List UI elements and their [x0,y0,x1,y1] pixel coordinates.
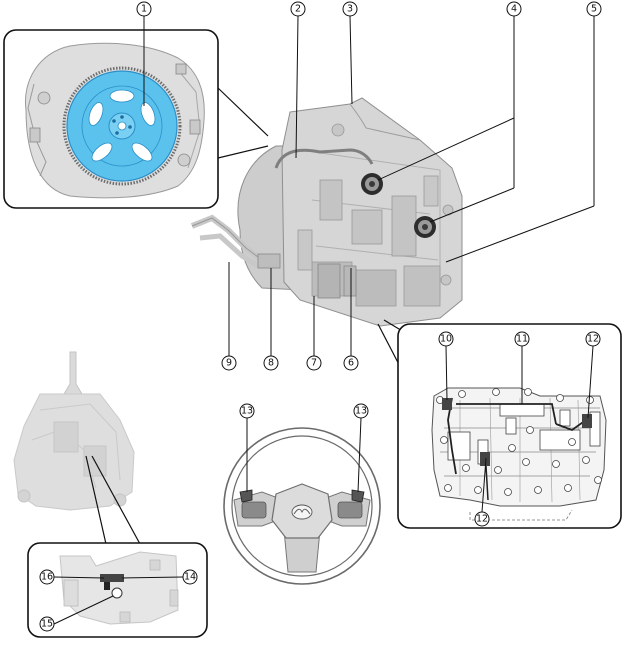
svg-text:14: 14 [184,572,196,583]
svg-text:10: 10 [440,334,452,345]
callout-4: 4 [377,1,522,223]
steering-wheel [223,427,381,585]
shifter-leader-line [91,455,141,545]
speed-sensor-1 [361,173,383,195]
svg-text:5: 5 [591,4,597,15]
callout-8: 8 [263,268,279,371]
svg-text:4: 4 [511,4,517,15]
svg-text:8: 8 [268,358,274,369]
callout-6: 6 [343,268,359,371]
svg-text:12: 12 [476,514,488,525]
callout-16: 16 [39,569,105,585]
svg-text:6: 6 [348,358,354,369]
callout-12-lower: 12 [474,457,490,527]
shift-switch-inset [27,542,208,638]
callout-13-right: 13 [353,403,369,493]
callout-11: 11 [514,331,530,404]
control-valve-inset [397,323,622,529]
svg-text:1: 1 [141,4,147,15]
mazda-emblem-icon [291,504,313,520]
svg-text:12: 12 [587,334,599,345]
shifter-leader-line [85,455,107,545]
callout-9: 9 [221,262,237,371]
callout-12-upper: 12 [585,331,601,419]
svg-text:3: 3 [347,4,353,15]
callout-10: 10 [438,331,454,401]
callout-1: 1 [136,1,152,106]
svg-text:16: 16 [41,572,53,583]
transaxle-assembly [190,97,463,327]
drive-plate-inset [3,29,219,209]
svg-text:13: 13 [241,406,253,417]
callout-15: 15 [39,595,114,632]
speed-sensor-2 [414,216,436,238]
callout-5: 5 [445,1,602,263]
svg-text:13: 13 [355,406,367,417]
svg-text:15: 15 [41,619,53,630]
svg-text:9: 9 [226,358,232,369]
callout-14: 14 [121,569,198,585]
callout-3: 3 [342,1,358,105]
svg-text:11: 11 [516,334,528,345]
svg-text:2: 2 [295,4,301,15]
selector-lever-assembly [13,351,135,511]
svg-text:7: 7 [311,358,317,369]
callout-7: 7 [306,296,322,371]
inset-leader-line [217,145,269,159]
callout-2: 2 [290,1,306,159]
callout-13-left: 13 [239,403,255,492]
inset-leader-line [217,87,269,137]
